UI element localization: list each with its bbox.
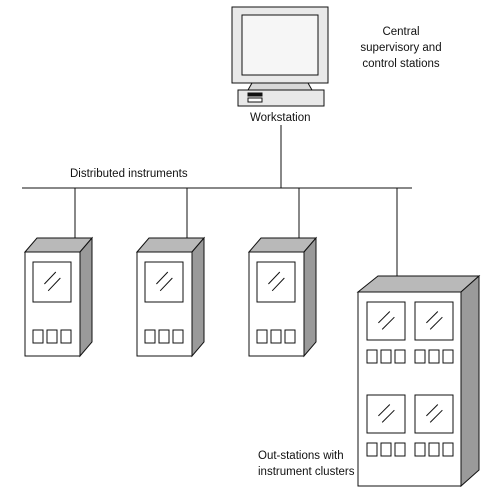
cluster-2-display-glare-2: [429, 316, 443, 330]
cluster-3-display-glare-1: [378, 404, 391, 417]
distributed-instruments-label: Distributed instruments: [70, 168, 188, 180]
cabinet-display-glare-2: [271, 277, 285, 292]
cluster-4-display-glare-1: [426, 404, 439, 417]
cabinet-button-1: [32, 329, 44, 344]
cluster-3-display-window: [366, 394, 406, 434]
central-label-line-1: Central: [382, 26, 420, 38]
central-label-line-2: supervisory and: [360, 42, 442, 54]
outstation-side: [460, 274, 480, 488]
cluster-2-display-window: [414, 301, 454, 341]
cluster-2-button-3: [442, 349, 454, 364]
outstations-label: Out-stations with instrument clusters: [258, 448, 355, 480]
cabinet-button-1: [256, 329, 268, 344]
cabinet-button-3: [284, 329, 296, 344]
workstation-label: Workstation: [250, 112, 311, 124]
instrument-clusters: [366, 301, 454, 457]
cabinet-display-window: [144, 261, 184, 303]
instrument-cabinet-icon: [135, 236, 206, 358]
cluster-4-display-glare-2: [429, 409, 443, 423]
instrument-cabinet-icon: [23, 236, 94, 358]
outstation-cluster-icon: [356, 274, 481, 488]
cluster-3-button-2: [380, 442, 392, 457]
cluster-4-display-window: [414, 394, 454, 434]
cluster-3-button-1: [366, 442, 378, 457]
monitor-screen: [241, 14, 319, 76]
cabinet-button-2: [270, 329, 282, 344]
network-bus: [22, 125, 412, 278]
instrument-cabinet-icon: [247, 236, 318, 358]
cluster-unit: [414, 394, 454, 457]
cluster-2-display-glare-1: [426, 311, 439, 324]
outstations-label-line-1: Out-stations with: [258, 450, 344, 462]
cabinet-button-3: [60, 329, 72, 344]
cluster-1-display-window: [366, 301, 406, 341]
cabinet-side: [191, 236, 205, 358]
cabinet-side: [303, 236, 317, 358]
cabinet-display-glare-1: [44, 271, 57, 285]
cluster-3-display-glare-2: [381, 409, 395, 423]
cabinet-button-1: [144, 329, 156, 344]
central-label-line-3: control stations: [362, 58, 440, 70]
cabinet-display-glare-1: [268, 271, 281, 285]
cabinet-button-3: [172, 329, 184, 344]
cabinet-side: [79, 236, 93, 358]
cluster-1-display-glare-1: [378, 311, 391, 324]
cluster-unit: [366, 301, 406, 364]
cluster-1-button-2: [380, 349, 392, 364]
cluster-1-button-1: [366, 349, 378, 364]
cluster-unit: [414, 301, 454, 364]
outstation-top: [356, 275, 481, 293]
cluster-2-button-2: [428, 349, 440, 364]
drive-slot: [247, 92, 263, 97]
cabinet-display-glare-2: [47, 277, 61, 292]
cabinet-display-glare-2: [159, 277, 173, 292]
cluster-4-button-1: [414, 442, 426, 457]
cabinet-button-2: [158, 329, 170, 344]
distributed-instruments: [23, 236, 318, 358]
cluster-unit: [366, 394, 406, 457]
cabinet-display-window: [32, 261, 72, 303]
cabinet-display-glare-1: [156, 271, 169, 285]
cabinet-button-2: [46, 329, 58, 344]
cluster-1-button-3: [394, 349, 406, 364]
cluster-2-button-1: [414, 349, 426, 364]
cluster-1-display-glare-2: [381, 316, 395, 330]
cluster-4-button-2: [428, 442, 440, 457]
central-stations-label: Central supervisory and control stations: [346, 24, 456, 72]
cabinet-display-window: [256, 261, 296, 303]
computer-workstation-icon: [231, 6, 329, 107]
outstations-label-line-2: instrument clusters: [258, 466, 355, 478]
monitor-stand: [247, 82, 313, 91]
cluster-3-button-3: [394, 442, 406, 457]
cluster-4-button-3: [442, 442, 454, 457]
drive-bay: [247, 97, 263, 103]
